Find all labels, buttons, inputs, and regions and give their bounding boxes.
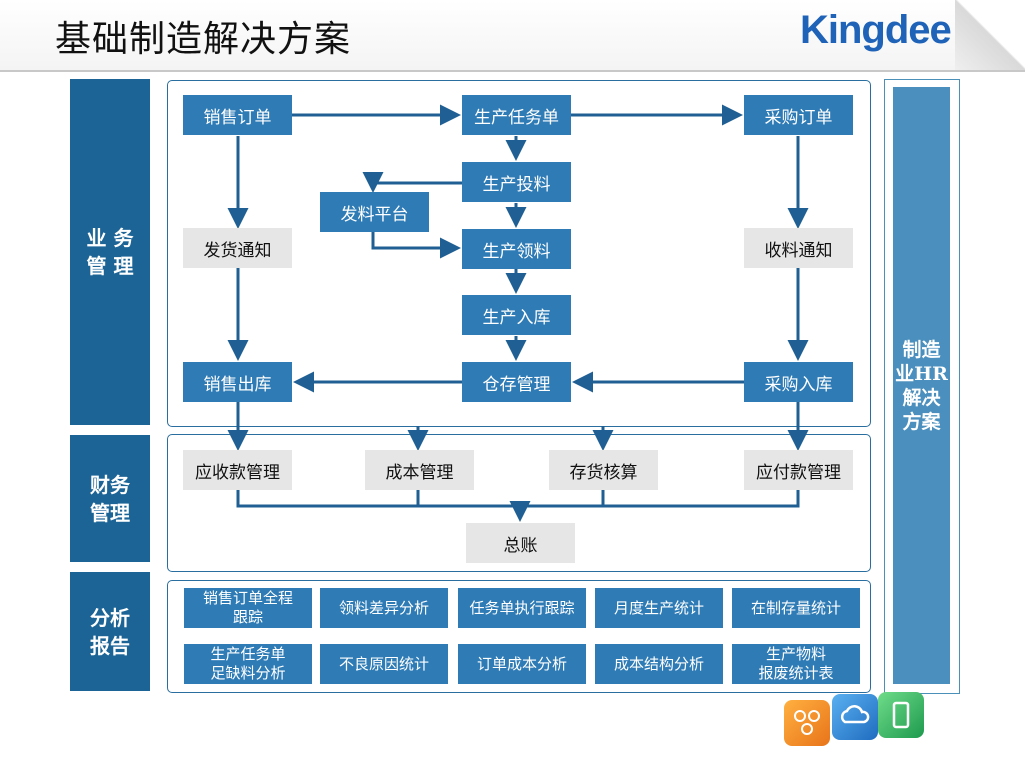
section-label-business: 业 务 管 理: [70, 79, 150, 425]
node-inventory-accounting: 存货核算: [549, 450, 658, 490]
report-item: 领料差异分析: [320, 588, 448, 628]
page-title: 基础制造解决方案: [55, 19, 352, 60]
report-item: 生产物料 报废统计表: [732, 644, 860, 684]
section-label-analysis: 分析 报告: [70, 572, 150, 691]
report-item: 不良原因统计: [320, 644, 448, 684]
app-cube-icon: [784, 700, 830, 746]
page-corner-fold: [955, 0, 1025, 70]
node-production-task: 生产任务单: [462, 95, 571, 135]
report-item: 生产任务单 足缺料分析: [184, 644, 312, 684]
node-production-pick: 生产领料: [462, 229, 571, 269]
node-production-stock-in: 生产入库: [462, 295, 571, 335]
node-receivables: 应收款管理: [183, 450, 292, 490]
node-receipt-notice: 收料通知: [744, 228, 853, 268]
node-purchase-order: 采购订单: [744, 95, 853, 135]
section-label-finance: 财务 管理: [70, 435, 150, 562]
node-cost: 成本管理: [365, 450, 474, 490]
report-item: 订单成本分析: [458, 644, 586, 684]
slide-header: [0, 0, 1025, 72]
report-item: 销售订单全程 跟踪: [184, 588, 312, 628]
report-item: 成本结构分析: [595, 644, 723, 684]
node-production-feed: 生产投料: [462, 162, 571, 202]
mobile-cube-icon: [878, 692, 924, 738]
node-sales-order: 销售订单: [183, 95, 292, 135]
kingdee-logo: Kingdee: [800, 8, 952, 52]
node-issue-platform: 发料平台: [320, 192, 429, 232]
node-general-ledger: 总账: [466, 523, 575, 563]
node-delivery-notice: 发货通知: [183, 228, 292, 268]
node-purchase-inbound: 采购入库: [744, 362, 853, 402]
side-panel-label: 制造 业HR 解决 方案: [893, 87, 950, 684]
cloud-cube-icon: [832, 694, 878, 740]
node-warehouse-mgmt: 仓存管理: [462, 362, 571, 402]
report-item: 月度生产统计: [595, 588, 723, 628]
node-sales-outbound: 销售出库: [183, 362, 292, 402]
report-item: 任务单执行跟踪: [458, 588, 586, 628]
report-item: 在制存量统计: [732, 588, 860, 628]
node-payables: 应付款管理: [744, 450, 853, 490]
